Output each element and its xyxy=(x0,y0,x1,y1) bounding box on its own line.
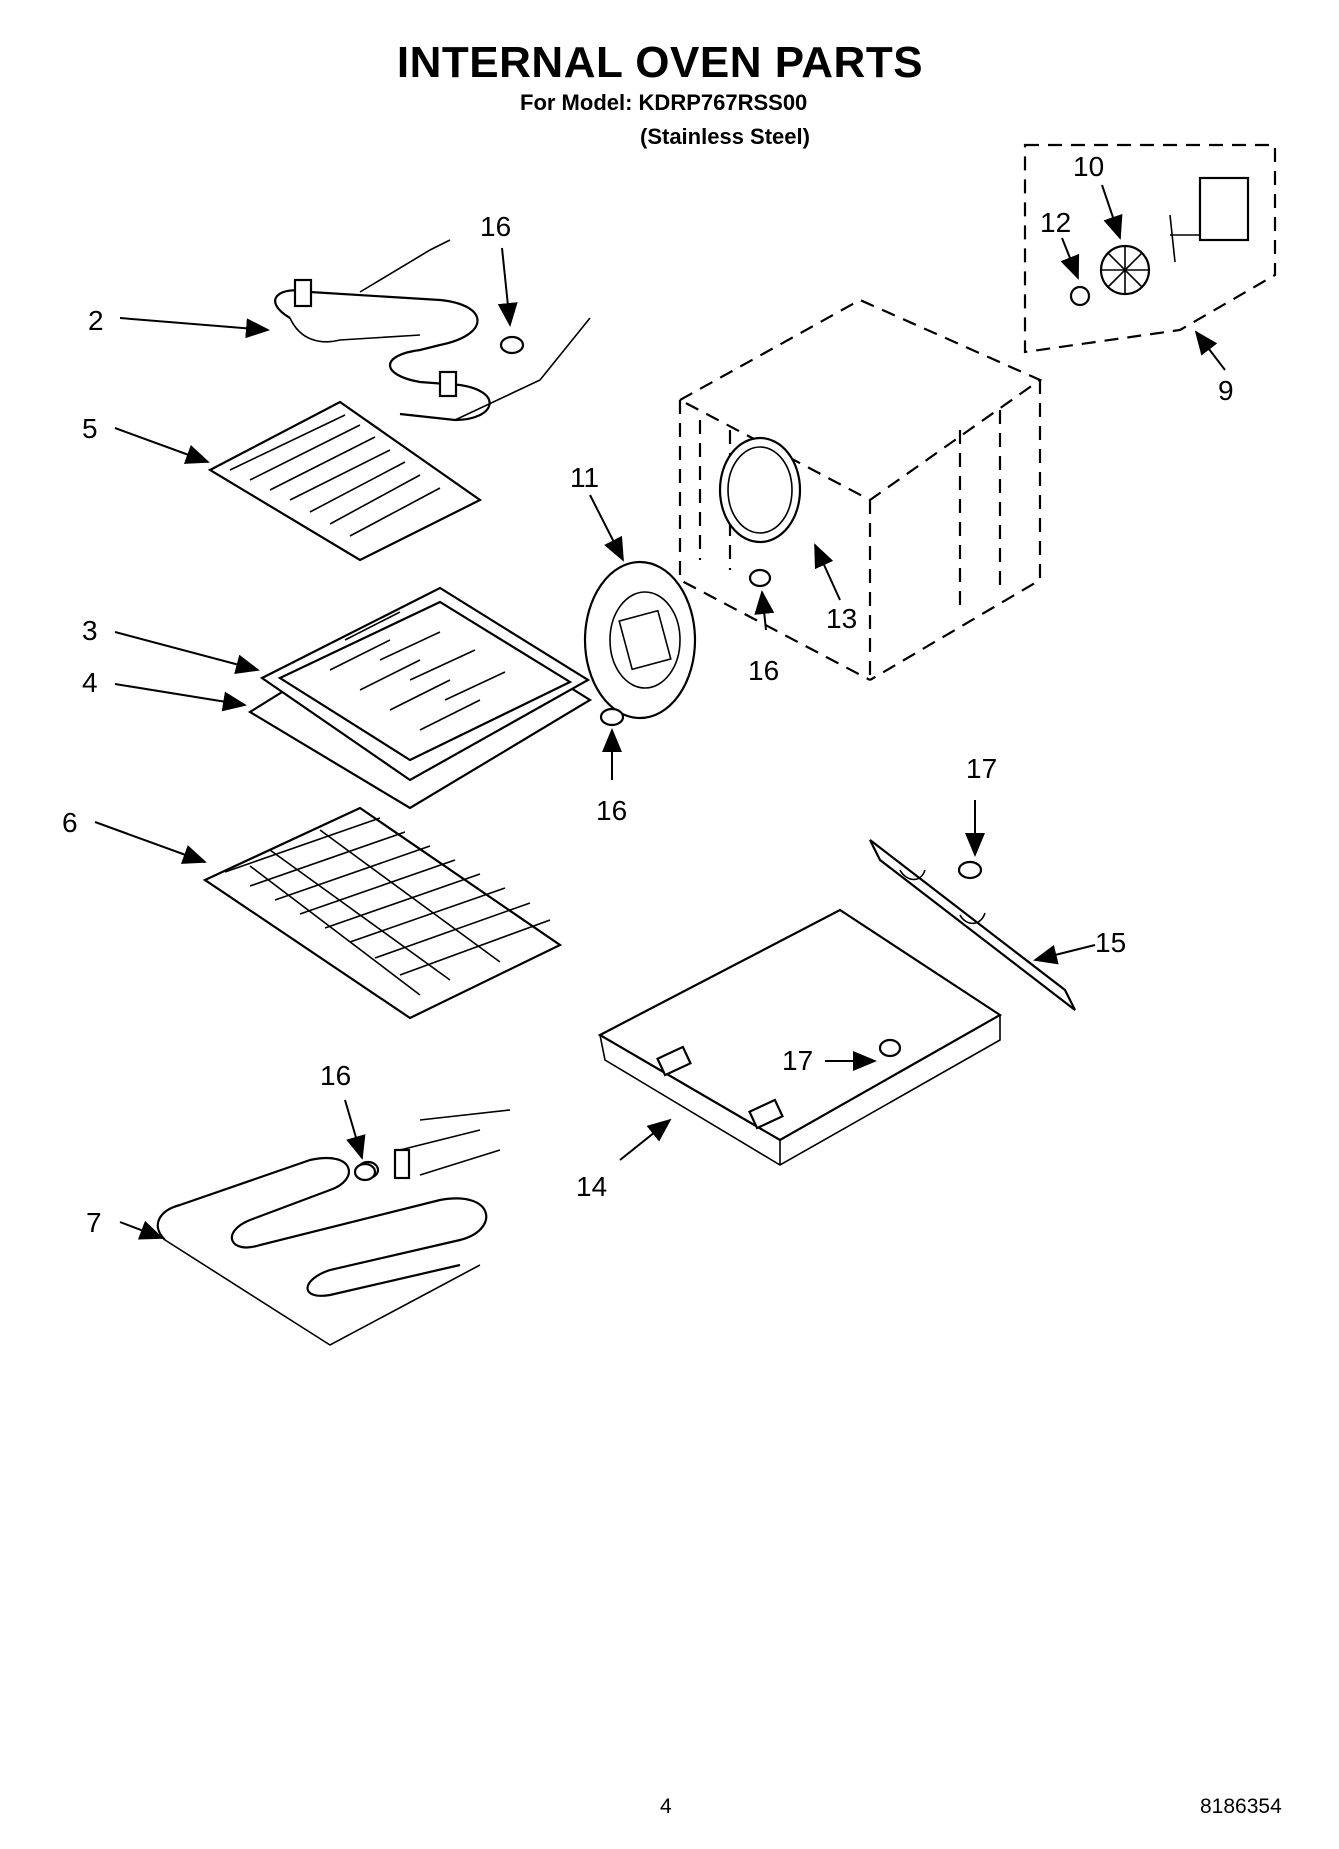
document-number: 8186354 xyxy=(1200,1795,1282,1818)
leader-arrows xyxy=(94,184,1226,1240)
callout-7: 7 xyxy=(86,1207,102,1238)
callout-11: 11 xyxy=(570,462,599,493)
convection-fan-assembly-part-9 xyxy=(1023,143,1277,354)
page-number: 4 xyxy=(660,1795,672,1818)
callout-16-upper: 16 xyxy=(480,211,511,242)
callout-9: 9 xyxy=(1218,375,1234,406)
finish-line: (Stainless Steel) xyxy=(640,124,810,149)
bake-element-part-7 xyxy=(156,1109,511,1346)
callout-16-lower: 16 xyxy=(320,1060,351,1091)
callout-16-cover: 16 xyxy=(596,795,627,826)
page-title: INTERNAL OVEN PARTS xyxy=(396,38,924,87)
callout-13: 13 xyxy=(826,603,857,634)
oven-cavity xyxy=(677,298,1043,681)
oven-rack-part-6 xyxy=(202,806,563,1020)
callout-10: 10 xyxy=(1073,151,1104,182)
callout-2: 2 xyxy=(88,305,104,336)
rear-cover-part-11 xyxy=(583,560,697,720)
callout-16-cavity: 16 xyxy=(748,655,779,686)
callout-4: 4 xyxy=(82,667,98,698)
screws-part-16-17 xyxy=(353,335,983,1182)
callout-5: 5 xyxy=(82,413,98,444)
bracket-part-15 xyxy=(869,839,1076,1011)
callout-17-upper: 17 xyxy=(966,753,997,784)
callout-14: 14 xyxy=(576,1171,607,1202)
model-line: For Model: KDRP767RSS00 xyxy=(520,90,808,115)
callout-6: 6 xyxy=(62,807,78,838)
broil-element-part-2 xyxy=(274,239,591,422)
callout-15: 15 xyxy=(1095,927,1126,958)
callout-17-lower: 17 xyxy=(782,1045,813,1076)
bottom-panel-part-14 xyxy=(597,908,1003,1166)
callout-3: 3 xyxy=(82,615,98,646)
broiler-grid-part-3 xyxy=(259,586,591,782)
tray-part-5 xyxy=(207,400,483,562)
callout-12: 12 xyxy=(1040,207,1071,238)
